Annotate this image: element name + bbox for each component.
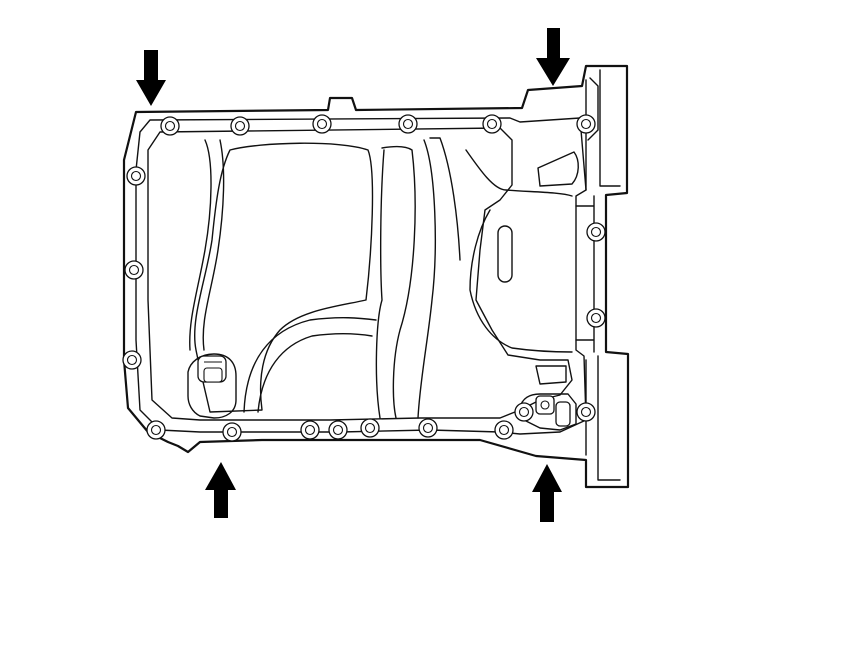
bolt-hole [402,118,414,130]
right-flange-notch [587,77,599,141]
bolt-hole [316,118,328,130]
bolt-hole [226,426,238,438]
oil-level-sensor-icon [519,393,577,431]
sweep-rib [243,316,377,413]
bolt-hole [498,424,510,436]
lower-bracket [535,365,567,385]
bolt-hole [304,424,316,436]
inner-flange [147,127,573,421]
bolt-hole [234,120,246,132]
arrow-top-left [136,50,166,106]
drain-slot [497,225,513,283]
bolt-bosses [122,114,606,442]
right-flange-upper [585,69,621,191]
bolt-hole [126,354,138,366]
bolt-hole [332,424,344,436]
bolt-hole [130,170,142,182]
bolt-hole [422,422,434,434]
bolt-hole [486,118,498,130]
bolt-hole [580,118,592,130]
bolt-hole [518,406,530,418]
bolt-hole [128,264,140,276]
sump-basin [194,142,374,413]
bolt-hole [150,424,162,436]
bolt-hole [364,422,376,434]
bolt-hole [590,312,602,324]
arrow-top-right [536,28,570,86]
drain-plug-icon [187,353,237,419]
pointer-arrows [136,28,570,522]
center-rib-right [417,137,461,419]
bolt-hole [590,226,602,238]
right-compartment [465,149,573,353]
bolt-hole [164,120,176,132]
arrow-bottom-right [532,464,562,522]
pocket-triangle [537,151,579,187]
oil-pan [122,64,630,489]
oil-pan-outline [122,64,630,489]
arrow-bottom-left [205,462,236,518]
bolt-hole [580,406,592,418]
center-rib-left [375,145,416,419]
left-channel [189,139,225,351]
